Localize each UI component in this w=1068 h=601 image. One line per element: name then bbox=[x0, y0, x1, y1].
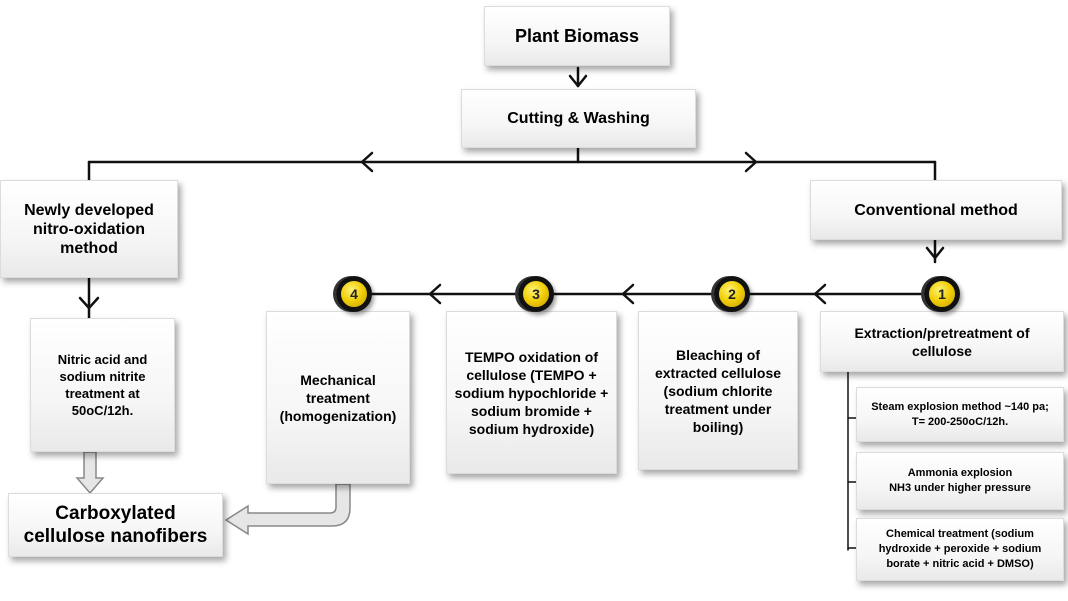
box-carboxylated-label: Carboxylated cellulose nanofibers bbox=[23, 503, 208, 547]
step-badge-4: 4 bbox=[336, 276, 372, 312]
box-nitric-acid-label: Nitric acid and sodium nitrite treatment… bbox=[57, 352, 148, 418]
step-badge-4-number: 4 bbox=[350, 286, 358, 302]
box-tempo-label: TEMPO oxidation of cellulose (TEMPO + so… bbox=[454, 348, 609, 437]
step-badge-2: 2 bbox=[714, 276, 750, 312]
box-mechanical-label: Mechanical treatment (homogenization) bbox=[279, 371, 397, 424]
hollow-arrow-mechanical-to-carboxylated bbox=[224, 483, 351, 536]
box-bleaching: Bleaching of extracted cellulose (sodium… bbox=[638, 311, 798, 470]
step-badge-2-number: 2 bbox=[728, 286, 736, 302]
box-extraction-label: Extraction/pretreatment of cellulose bbox=[854, 324, 1030, 359]
step-badge-3-number: 3 bbox=[532, 286, 540, 302]
box-tempo-oxidation: TEMPO oxidation of cellulose (TEMPO + so… bbox=[446, 311, 617, 474]
box-steam-label: Steam explosion method ~140 pa; T= 200-2… bbox=[871, 400, 1049, 428]
box-newly-developed-label: Newly developed nitro-oxidation method bbox=[24, 201, 154, 257]
box-steam-explosion: Steam explosion method ~140 pa; T= 200-2… bbox=[856, 387, 1064, 442]
arrow-step2-to-step3 bbox=[621, 283, 635, 305]
box-mechanical-treatment: Mechanical treatment (homogenization) bbox=[266, 311, 410, 484]
arrow-step1-to-step2 bbox=[813, 283, 827, 305]
box-chemical-treatment: Chemical treatment (sodium hydroxide + p… bbox=[856, 518, 1064, 581]
arrow-left-branch bbox=[360, 151, 374, 173]
box-cutting-washing-label: Cutting & Washing bbox=[507, 110, 650, 127]
arrow-right-branch bbox=[744, 151, 758, 173]
box-chemical-label: Chemical treatment (sodium hydroxide + p… bbox=[878, 528, 1042, 570]
box-extraction-pretreatment: Extraction/pretreatment of cellulose bbox=[820, 311, 1064, 372]
box-conventional-method: Conventional method bbox=[810, 180, 1062, 240]
step-badge-1-number: 1 bbox=[938, 286, 946, 302]
arrow-step3-to-step4 bbox=[428, 283, 442, 305]
box-bleaching-label: Bleaching of extracted cellulose (sodium… bbox=[654, 346, 782, 435]
box-cutting-washing: Cutting & Washing bbox=[461, 89, 696, 148]
step-badge-3: 3 bbox=[518, 276, 554, 312]
box-plant-biomass: Plant Biomass bbox=[484, 6, 670, 66]
box-conventional-label: Conventional method bbox=[854, 201, 1018, 219]
box-nitric-acid-treatment: Nitric acid and sodium nitrite treatment… bbox=[30, 318, 175, 452]
step-badge-1: 1 bbox=[924, 276, 960, 312]
hollow-arrow-nitric-to-carboxylated bbox=[75, 451, 105, 495]
box-carboxylated-nanofibers: Carboxylated cellulose nanofibers bbox=[8, 493, 223, 557]
box-ammonia-label: Ammonia explosion NH3 under higher press… bbox=[889, 467, 1031, 494]
box-ammonia-explosion: Ammonia explosion NH3 under higher press… bbox=[856, 452, 1064, 510]
box-newly-developed-method: Newly developed nitro-oxidation method bbox=[0, 180, 178, 278]
box-plant-biomass-label: Plant Biomass bbox=[514, 25, 640, 46]
